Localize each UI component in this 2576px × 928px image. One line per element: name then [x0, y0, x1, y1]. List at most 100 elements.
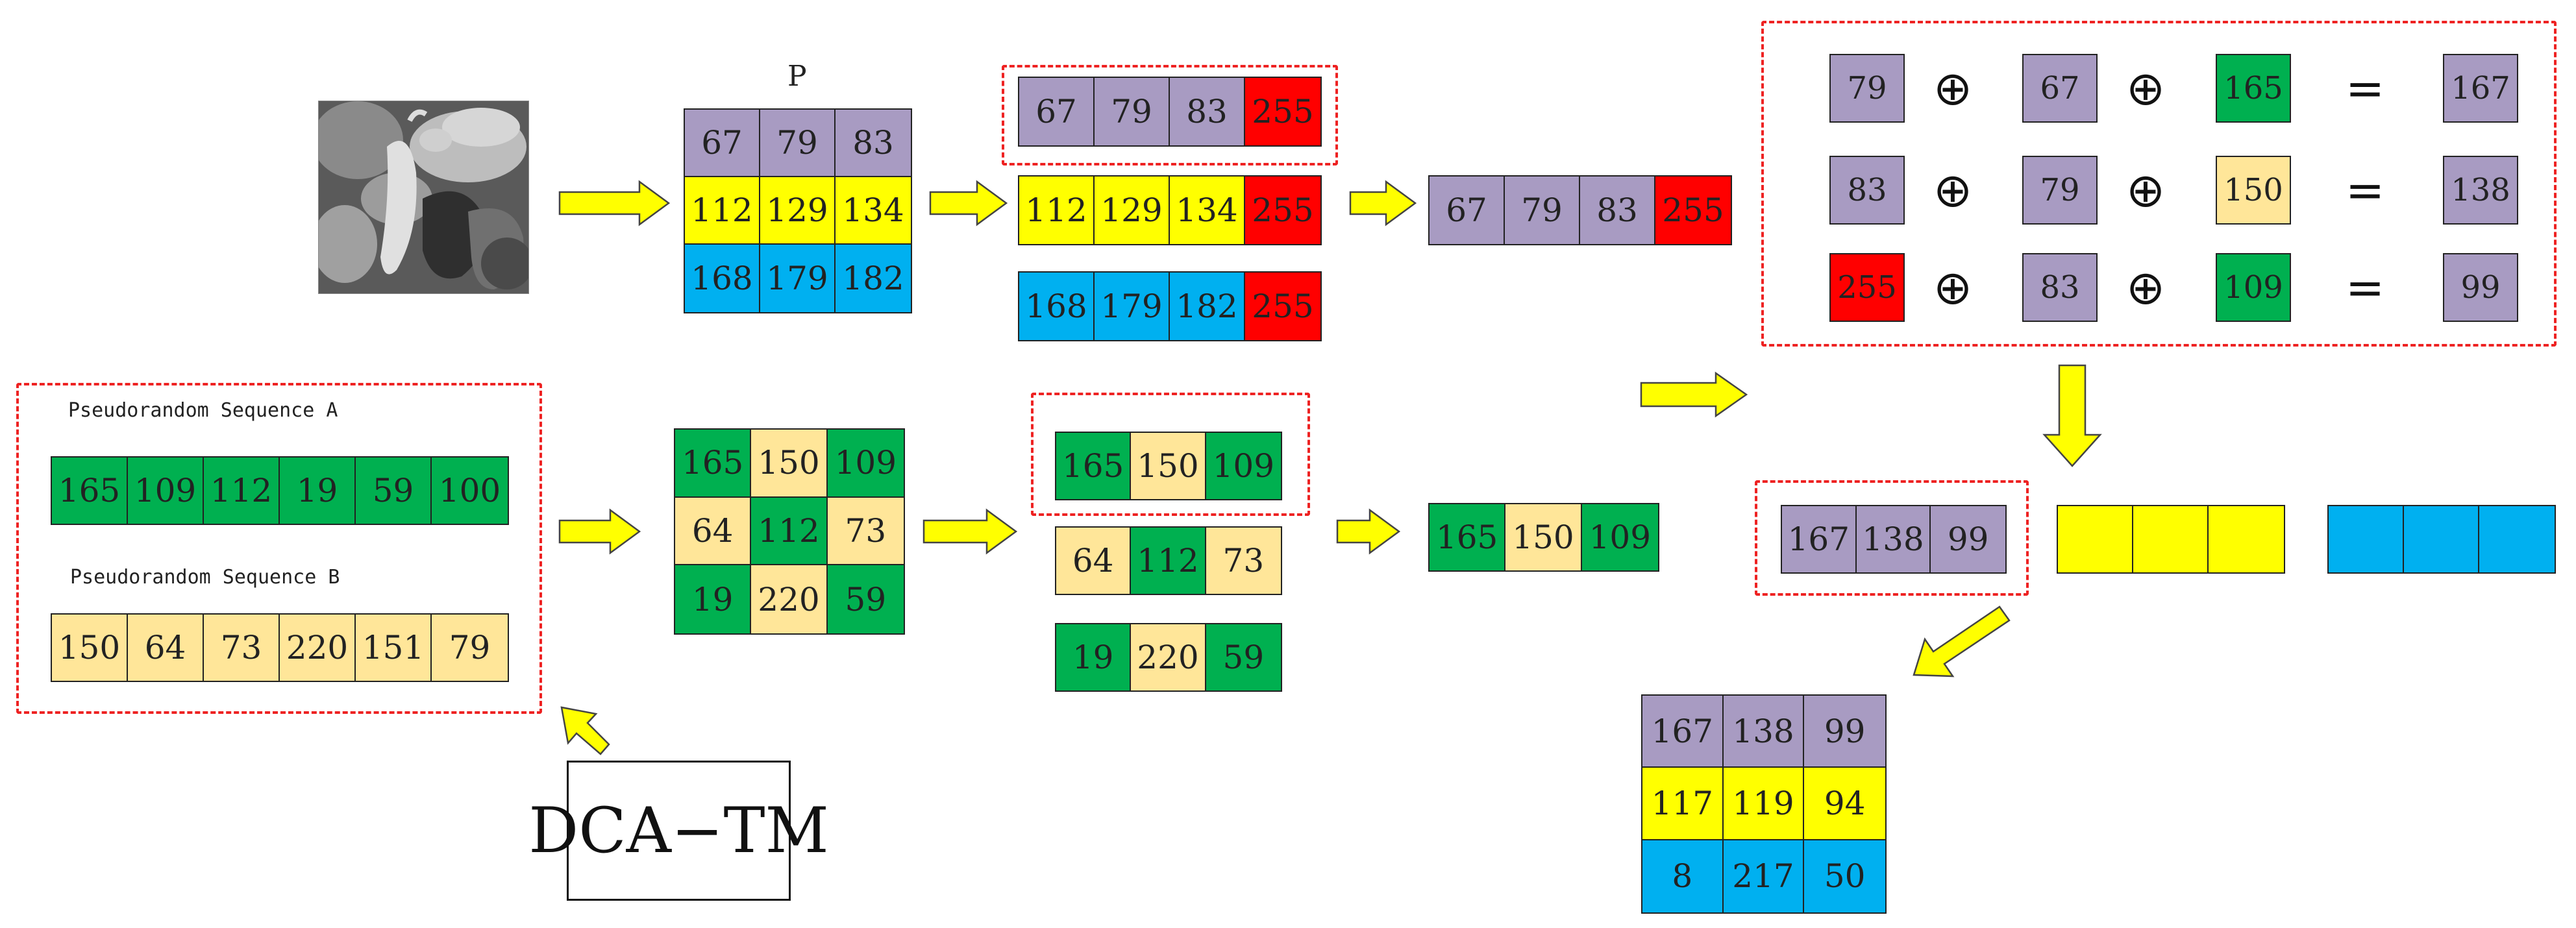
- sequence-b-cell: 151: [356, 615, 432, 681]
- cipher-matrix-cell: 94: [1804, 768, 1885, 840]
- xor-symbol: ⊕: [1933, 163, 1973, 217]
- pending-row-blue: [2327, 505, 2556, 574]
- equals-symbol: =: [2345, 163, 2385, 217]
- pending-row-cell: [2058, 506, 2133, 572]
- xor-key: 150: [2216, 156, 2291, 225]
- xor-symbol: ⊕: [1933, 61, 1973, 116]
- xor-operations-box: [1761, 21, 2557, 347]
- xor-operand-b: 79: [2022, 156, 2098, 225]
- arrow-right-icon: [1349, 180, 1417, 226]
- arrow-right-icon: [558, 508, 641, 555]
- result-row-cell: 138: [1856, 506, 1931, 572]
- padded-cell: 182: [1170, 273, 1245, 340]
- matrix-p-cell: 179: [760, 245, 836, 312]
- pending-row-yellow: [2057, 505, 2285, 574]
- result-row-cell: 167: [1782, 506, 1857, 572]
- pending-row-cell: [2209, 506, 2284, 572]
- xor-symbol: ⊕: [2125, 61, 2166, 116]
- arrow-up-left-icon: [560, 706, 610, 755]
- sequences-box: [16, 383, 542, 714]
- selected-key-cell: 165: [1430, 504, 1506, 570]
- selected-padded-cell-pad: 255: [1655, 177, 1731, 244]
- arrow-down-left-icon: [1913, 605, 2011, 678]
- matrix-p-cell: 129: [760, 177, 836, 245]
- xor-result: 138: [2443, 156, 2518, 225]
- cipher-matrix-cell: 8: [1642, 840, 1724, 912]
- pending-row-cell: [2479, 506, 2555, 572]
- key-matrix-cell: 19: [675, 565, 752, 633]
- padded-cell: 83: [1170, 78, 1245, 145]
- peppers-image: [318, 101, 529, 294]
- dca-tm-box: DCA−TM: [528, 761, 829, 901]
- matrix-p-cell: 67: [685, 110, 760, 177]
- pending-row-cell: [2329, 506, 2404, 572]
- selected-padded-cell: 83: [1580, 177, 1655, 244]
- cipher-matrix-cell: 119: [1723, 768, 1805, 840]
- key-matrix-cell: 64: [675, 497, 752, 566]
- xor-symbol: ⊕: [2125, 260, 2166, 315]
- padded-cell-pad: 255: [1245, 177, 1320, 244]
- xor-result: 99: [2443, 253, 2518, 322]
- xor-result: 167: [2443, 54, 2518, 123]
- equals-symbol: =: [2345, 61, 2385, 116]
- cipher-matrix-cell: 99: [1804, 696, 1885, 768]
- sequence-b-cell: 79: [432, 615, 508, 681]
- pending-row-cell: [2133, 506, 2209, 572]
- padded-cell: 67: [1019, 78, 1095, 145]
- xor-operand-a: 79: [1829, 54, 1905, 123]
- key-row-cell: 165: [1056, 433, 1132, 499]
- result-row-highlight: [1755, 480, 2029, 596]
- matrix-p-cell: 79: [760, 110, 836, 177]
- cipher-matrix-cell: 117: [1642, 768, 1724, 840]
- pending-row-cell: [2404, 506, 2479, 572]
- selected-key-cell: 150: [1505, 504, 1582, 570]
- matrix-p-cell: 168: [685, 245, 760, 312]
- padded-cell: 179: [1095, 273, 1170, 340]
- key-row-cell: 19: [1056, 624, 1132, 690]
- cipher-matrix-cell: 167: [1642, 696, 1724, 768]
- sequence-b-cell: 73: [204, 615, 280, 681]
- arrow-right-icon: [558, 180, 671, 226]
- padded-cell: 79: [1095, 78, 1170, 145]
- key-row-cell: 150: [1131, 433, 1206, 499]
- xor-symbol: ⊕: [2125, 163, 2166, 217]
- matrix-p-cell: 83: [836, 110, 911, 177]
- sequence-a-cell: 109: [128, 458, 204, 524]
- key-matrix-cell: 109: [827, 430, 904, 498]
- xor-operand-a: 255: [1829, 253, 1905, 322]
- selected-key-row-highlight: [1031, 393, 1310, 516]
- selected-padded-row-highlight: [1002, 65, 1338, 165]
- padded-cell: 129: [1095, 177, 1170, 244]
- arrow-right-icon: [923, 508, 1018, 555]
- sequence-a-cell: 19: [280, 458, 356, 524]
- padded-cell: 112: [1019, 177, 1095, 244]
- key-matrix-cell: 112: [751, 497, 828, 566]
- peppers-image-icon: [319, 101, 528, 293]
- key-matrix-cell: 59: [827, 565, 904, 633]
- arrow-right-icon: [929, 180, 1008, 226]
- key-row-cell: 220: [1131, 624, 1206, 690]
- cipher-matrix-cell: 50: [1804, 840, 1885, 912]
- key-matrix-cell: 73: [827, 497, 904, 566]
- selected-padded-cell: 79: [1505, 177, 1580, 244]
- sequence-b-cell: 150: [52, 615, 128, 681]
- equals-symbol: =: [2345, 260, 2385, 315]
- padded-cell-pad: 255: [1245, 78, 1320, 145]
- sequence-a-label: Pseudorandom Sequence A: [68, 399, 338, 422]
- selected-key-cell: 109: [1581, 504, 1658, 570]
- sequence-b-cell: 220: [280, 615, 356, 681]
- xor-key: 165: [2216, 54, 2291, 123]
- key-matrix-cell: 220: [751, 565, 828, 633]
- key-row-cell: 59: [1206, 624, 1281, 690]
